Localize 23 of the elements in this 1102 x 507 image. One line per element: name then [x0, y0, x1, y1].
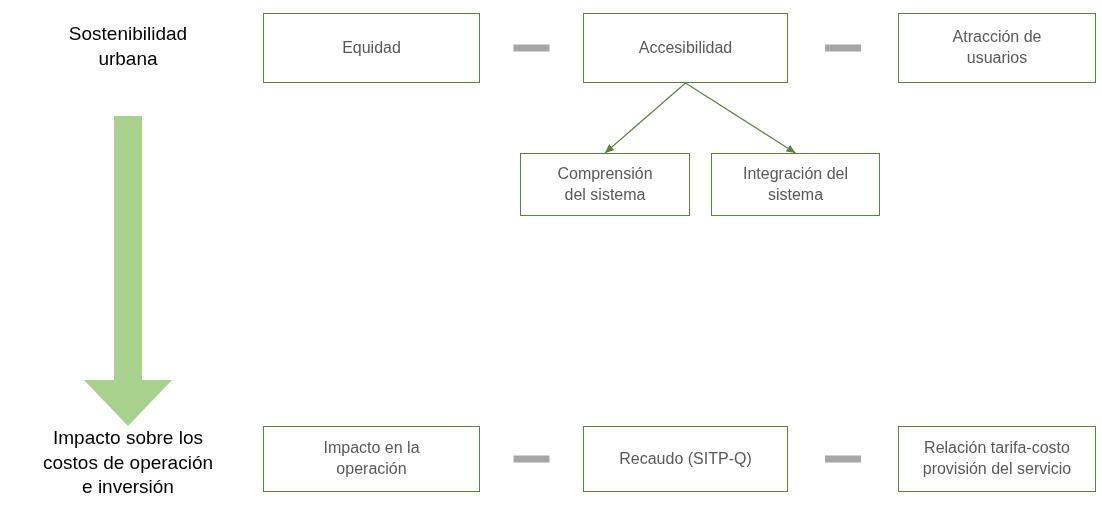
concept-box [263, 426, 480, 492]
box-label: Relación tarifa-costo provisión del servicio [921, 438, 1073, 479]
box-label: Accesibilidad [638, 37, 733, 58]
box-label: Equidad [342, 37, 401, 58]
heading-text: Impacto sobre los costos de operación e inversión [41, 425, 215, 500]
concept-box [520, 153, 690, 216]
concept-box [263, 13, 480, 83]
box-label: Atracción de usuarios [951, 27, 1043, 68]
heading-text: Sostenibilidad urbana [67, 22, 189, 71]
arrow [604, 82, 687, 154]
concept-box [898, 426, 1096, 492]
concept-box [898, 13, 1096, 83]
concept-box [583, 13, 788, 83]
concept-box [583, 426, 788, 492]
box-label: Integración del sistema [742, 163, 849, 205]
box-label: Comprensión del sistema [556, 163, 654, 205]
dash-connector [513, 455, 550, 463]
direction-arrow [84, 116, 172, 426]
box-label: Recaudo (SITP-Q) [619, 448, 752, 469]
dash-connector [513, 44, 550, 52]
concept-box [711, 153, 880, 216]
arrow [684, 82, 797, 154]
box-label: Impacto en la operación [322, 438, 421, 479]
